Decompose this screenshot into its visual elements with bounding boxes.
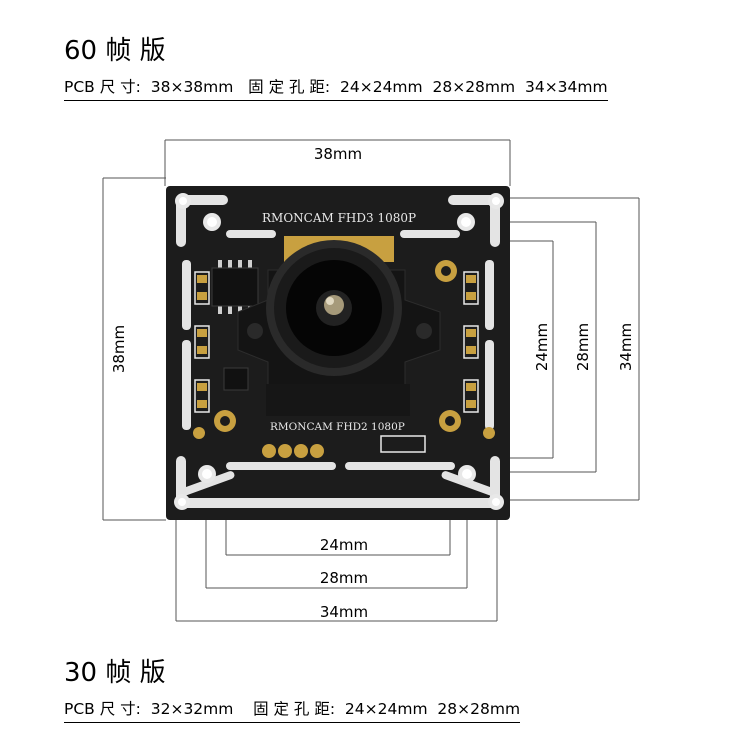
dim-label-top-38mm: 38mm (314, 145, 362, 163)
title-30fps-version: 30 帧 版 (64, 658, 166, 688)
silkscreen-bottom: RMONCAM FHD2 1080P (270, 421, 405, 433)
dim-label-right-24mm: 24mm (533, 323, 551, 371)
ic-chip (211, 260, 259, 314)
gold-pads (193, 260, 495, 458)
dim-label-right-34mm: 34mm (617, 323, 635, 371)
dim-label-right-28mm: 28mm (574, 323, 592, 371)
dim-label-left-38mm: 38mm (110, 325, 128, 373)
dim-label-bottom-28mm: 28mm (320, 569, 368, 587)
pcb-board: RMONCAM FHD3 1080P RMONCAM FHD2 1080P (166, 186, 510, 520)
spec-60fps-version: PCB 尺 寸: 38×38mm 固 定 孔 距: 24×24mm 28×28m… (64, 79, 608, 101)
transistor (223, 367, 249, 391)
title-60fps-version: 60 帧 版 (64, 36, 166, 66)
dim-label-bottom-24mm: 24mm (320, 536, 368, 554)
mounting-holes (174, 193, 504, 510)
silkscreen-top: RMONCAM FHD3 1080P (262, 211, 416, 225)
dim-label-bottom-34mm: 34mm (320, 603, 368, 621)
spec-30fps-version: PCB 尺 寸: 32×32mm 固 定 孔 距: 24×24mm 28×28m… (64, 701, 521, 723)
component-outlines (194, 271, 479, 453)
lens (266, 240, 402, 376)
